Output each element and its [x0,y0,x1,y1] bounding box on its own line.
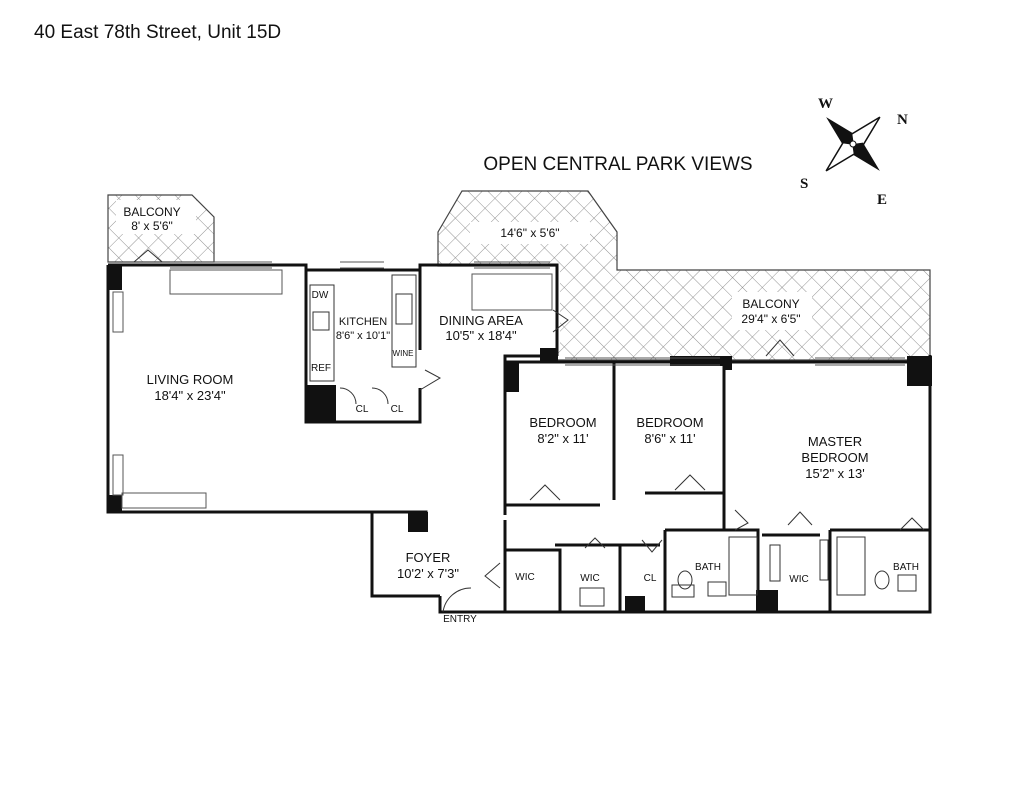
kitchen-closet-2-label: CL [391,404,404,415]
kitchen-name: KITCHEN [339,316,387,328]
bedroom1-size: 8'2" x 11' [537,431,588,446]
balcony-upper-size: 14'6" x 5'6" [500,226,559,240]
master-bedroom-name-2: BEDROOM [801,450,868,465]
fixtures [309,274,917,607]
entry-label: ENTRY [443,614,477,625]
balcony-large-size: 29'4" x 6'5" [741,312,800,326]
doors [133,249,925,613]
bathtub-icon [836,536,866,596]
labels: OPEN CENTRAL PARK VIEWS W N S E BALCONY … [123,96,919,625]
kitchen-size: 8'6" x 10'1" [336,330,390,342]
dining-area-name: DINING AREA [439,313,523,328]
wic-1-label: WIC [515,572,534,583]
compass-n: N [897,112,908,128]
bathtub-icon [728,536,758,596]
compass-icon [825,116,881,172]
compass-w: W [818,96,833,112]
bath-sink-icon [707,581,727,597]
toilet-icon [677,570,693,590]
balcony-small-name: BALCONY [123,205,180,219]
balcony-large-name: BALCONY [742,297,799,311]
windows [112,261,905,509]
wall-columns [108,265,932,612]
sink-icon [312,311,330,331]
compass-e: E [877,192,887,208]
dishwasher-label: DW [312,290,329,301]
cooktop-icon [395,293,413,325]
living-room-name: LIVING ROOM [147,372,234,387]
balcony-upper-label-bg [470,222,590,244]
wine-label: WINE [393,349,414,358]
dining-area-size: 10'5" x 18'4" [445,328,517,343]
balcony-large-label-bg [732,292,812,330]
bath-1-label: BATH [695,562,721,573]
hall-closet-label: CL [644,573,657,584]
refrigerator-label: REF [311,363,331,374]
balcony-small-size: 8' x 5'6" [131,219,173,233]
balconies [107,190,931,361]
bedroom1-name: BEDROOM [529,415,596,430]
bedroom2-size: 8'6" x 11' [644,431,695,446]
bath-sink-icon [897,574,917,592]
foyer-name: FOYER [406,550,451,565]
master-bedroom-name-1: MASTER [808,434,862,449]
compass-s: S [800,176,808,192]
balcony-small-label-bg [116,200,196,234]
wic-2-label: WIC [580,573,599,584]
kitchen-closet-1-label: CL [356,404,369,415]
listing-title: 40 East 78th Street, Unit 15D [34,22,282,43]
master-bedroom-size: 15'2" x 13' [805,466,864,481]
views-label: OPEN CENTRAL PARK VIEWS [483,154,752,175]
toilet-icon [874,570,890,590]
foyer-size: 10'2' x 7'3" [397,566,459,581]
bath-2-label: BATH [893,562,919,573]
living-room-size: 18'4" x 23'4" [154,388,226,403]
wic-3-label: WIC [789,574,808,585]
bedroom2-name: BEDROOM [636,415,703,430]
